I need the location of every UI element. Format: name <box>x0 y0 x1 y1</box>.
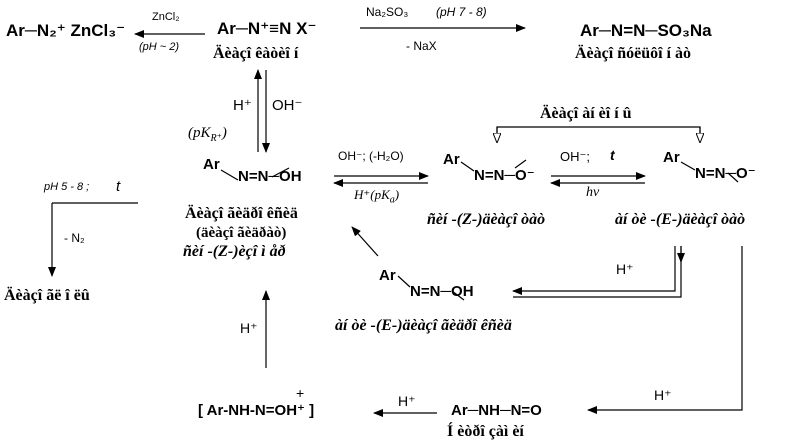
hydroxide-ar: Ar <box>203 156 220 173</box>
oh-label-mid: OH⁻; <box>560 149 590 164</box>
arrow-antioh-to-synoh <box>351 226 379 257</box>
protonated-nitrosamine: [ Ar-NH-N=OH⁺ ] <box>198 402 315 419</box>
nitrosamine-name: Í èòðî çàì èí <box>447 423 524 440</box>
zncl3-salt: Ar─N₂⁺ ZnCl₃⁻ <box>6 21 126 40</box>
arrow-anti-to-antioh <box>512 246 676 295</box>
zncl2-label: ZnCl₂ <box>152 11 180 23</box>
oh-minus-right: OH⁻ <box>272 97 303 114</box>
na2so3-label: Na₂SO₃ <box>366 5 409 19</box>
hydrate-name: (äèàçî ãèäðàò) <box>196 225 287 241</box>
anti-hydroxide-nnoh: N=N─OH <box>410 283 474 300</box>
syn-nno: N=N─O⁻ <box>474 167 535 184</box>
anti-diazotate-name: àí òè -(E-)äèàçî òàò <box>615 211 746 228</box>
diazosulfonate-name: Äèàçî ñóëüôî í àò <box>575 45 691 62</box>
ph58-label: pH 5 - 8 ; <box>44 181 90 193</box>
hydroxide-name: Äèàçî ãèäðî êñèä <box>185 205 298 222</box>
arrow-right-loop <box>587 246 743 414</box>
diazonium-cation: Ar─N⁺≡N X⁻ <box>217 19 317 38</box>
anti-hydroxide-ar: Ar <box>379 267 396 284</box>
bracket-anions <box>496 126 701 142</box>
h-plus-bottom-right: H⁺ <box>654 387 672 403</box>
h-plus-anti: H⁺ <box>616 261 634 277</box>
hydroxide-nnoh: N=N─OH <box>238 168 302 185</box>
diazonium-name: Äèàçî êàòèî í <box>213 45 299 62</box>
temp-label-left: t <box>116 178 121 195</box>
phenols-name: Äèàçî ãë î ëû <box>4 287 90 304</box>
syn-diazotate-name: ñèí -(Z-)äèàçî òàò <box>427 211 546 228</box>
anions-label: Äèàçî àí èî í û <box>540 105 632 122</box>
anti-nno: N=N─O⁻ <box>695 165 756 182</box>
anti-ar: Ar <box>663 149 680 166</box>
oh-water-label: OH⁻; (-H₂O) <box>338 149 404 163</box>
plus-sign: + <box>296 385 305 401</box>
h-plus-left: H⁺ <box>233 97 252 114</box>
minus-n2-label: - N₂ <box>64 231 85 245</box>
syn-isomer-name: ñèí -(Z-)èçî ì åð <box>183 243 286 260</box>
hv-label: hν <box>586 185 600 200</box>
h-plus-bottom-left: H⁺ <box>240 320 258 336</box>
temp-label-mid: t <box>610 147 615 163</box>
anti-hydroxide-name: àí òè -(E-)äèàçî ãèäðî êñèä <box>335 317 512 334</box>
diazosulfonate: Ar─N=N─SO₃Na <box>580 21 712 40</box>
ph2-label: (pH ~ 2) <box>139 41 180 53</box>
pka-label: H⁺(pKa) <box>354 187 400 206</box>
syn-ar: Ar <box>443 151 460 168</box>
pkr-label: (pKR⁺) <box>188 125 227 144</box>
ph78-label: (pH 7 - 8) <box>436 5 487 19</box>
nax-label: - NaX <box>406 39 437 53</box>
h-plus-bottom-mid: H⁺ <box>398 393 416 409</box>
nitrosamine: Ar─NH─N=O <box>451 402 542 419</box>
